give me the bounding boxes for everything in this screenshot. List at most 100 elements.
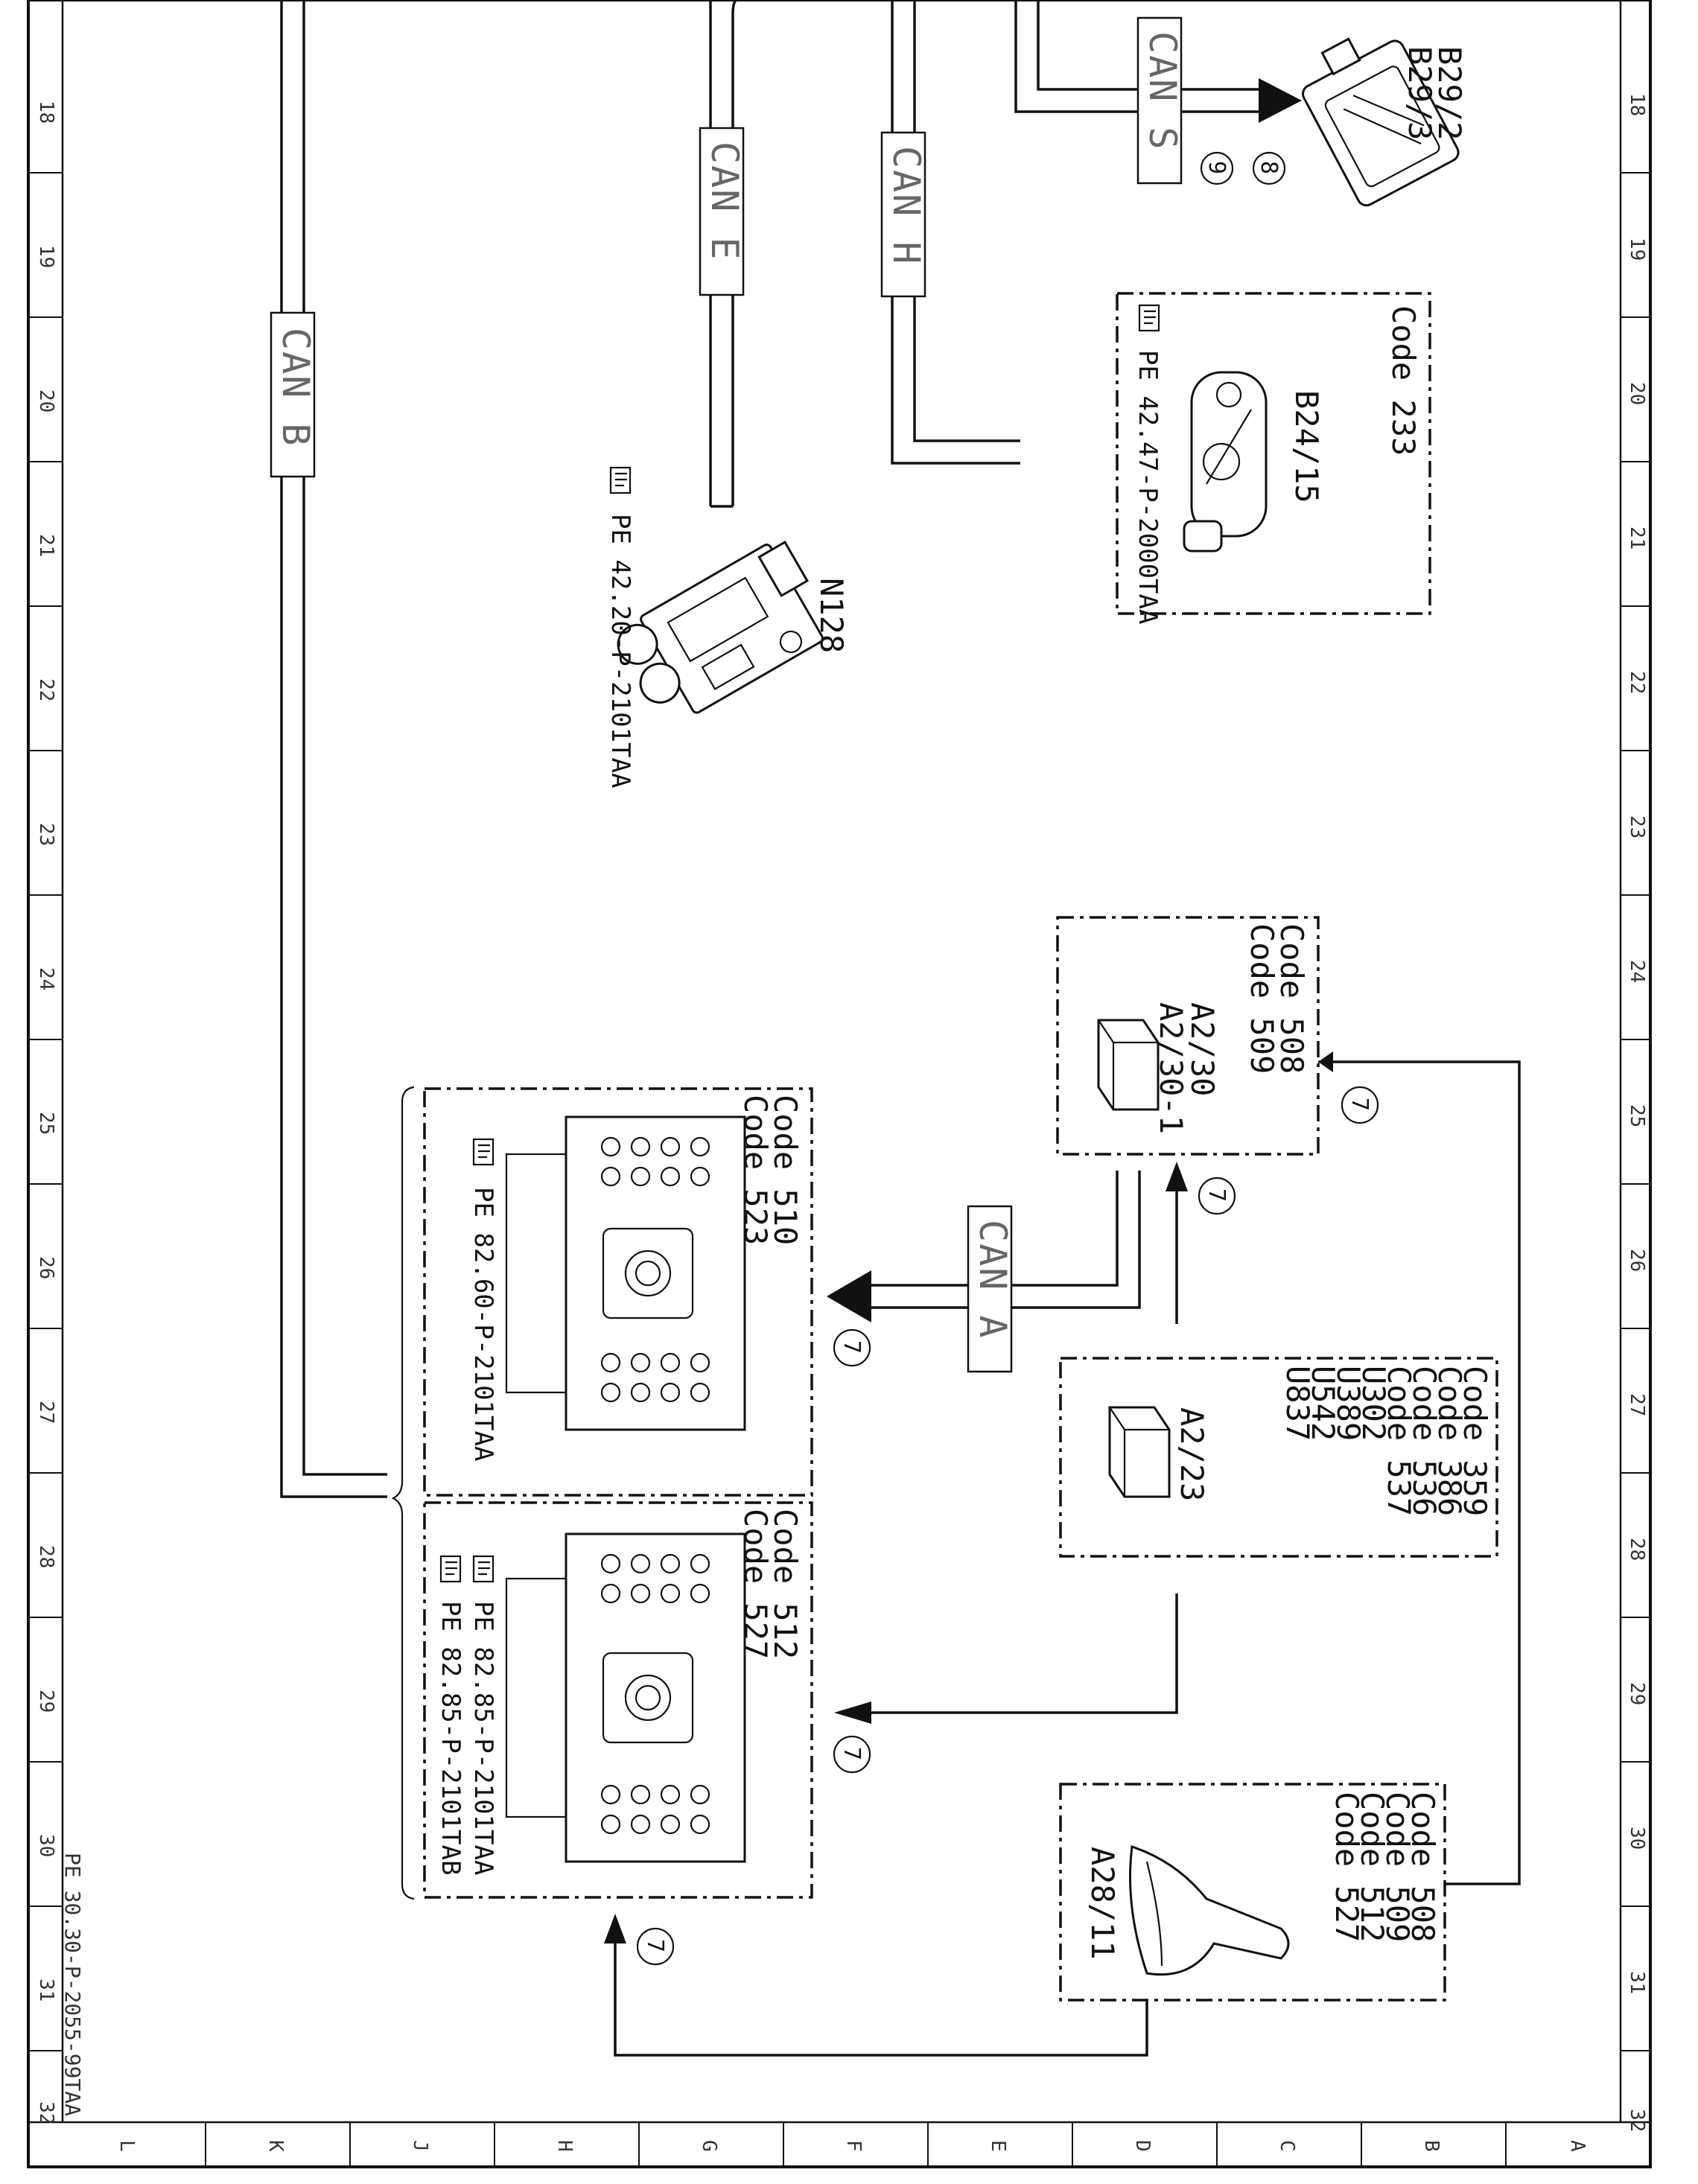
grid-number: 25 <box>1626 1104 1648 1127</box>
grid-letter: E <box>987 2140 1009 2152</box>
a2-code-1: Code 510 <box>767 1095 804 1245</box>
connector-number: 7 <box>642 1939 668 1952</box>
grid-number: 28 <box>35 1545 57 1568</box>
grid-number: 28 <box>1626 1538 1648 1561</box>
can-b-bus: CAN B <box>270 0 387 1498</box>
connector-circle <box>833 1328 871 1367</box>
a2-30-box: Code 508 Code 509 A2/30 A2/30-1 <box>1056 916 1320 1156</box>
grid-number: 19 <box>1626 238 1648 261</box>
n128-label: N128 <box>813 578 850 653</box>
a40-3-box: Code 512 Code 527 A40/3 PE 82.85-P-2101T… <box>423 1501 813 1899</box>
grid-letter: A <box>1566 2140 1589 2152</box>
can-a-bus: CAN A <box>827 1171 1141 1373</box>
grid-number: 22 <box>1626 671 1648 694</box>
grid-number: 22 <box>35 678 57 701</box>
a2-connector: 7 <box>833 1328 871 1367</box>
a2-23-code: U542 <box>1305 1366 1341 1441</box>
a2-23-code: U837 <box>1279 1366 1316 1441</box>
a2-23-code: Code 537 <box>1381 1366 1417 1516</box>
a28-11-to-a40-3-line: 7 <box>604 1914 1148 2057</box>
yaw-rate-sensor-drawing <box>1183 371 1268 553</box>
a2-23-code: Code 359 <box>1457 1366 1493 1516</box>
can-h-label: CAN H <box>885 146 928 266</box>
group-brace <box>391 1086 415 1900</box>
a28-11-to-a2-30-line: 7 <box>1318 1051 1521 1885</box>
grid-number: 27 <box>1626 1393 1648 1416</box>
b24-15-code: Code 233 <box>1385 305 1422 456</box>
grid-numbers-left: 18 19 20 21 22 23 24 25 26 27 28 29 30 3… <box>35 101 57 2124</box>
can-a-label: CAN A <box>971 1220 1014 1340</box>
hand-pointer-icon <box>609 466 632 494</box>
connector-number: 7 <box>1203 1188 1230 1202</box>
a2-23-id: A2/23 <box>1174 1407 1210 1501</box>
grid-number: 21 <box>1626 526 1648 550</box>
hand-pointer-icon <box>1138 304 1160 332</box>
grid-number: 20 <box>1626 382 1648 405</box>
a28-11-id: A28/11 <box>1084 1847 1121 1960</box>
grid-number: 31 <box>35 1978 57 2002</box>
hand-pointer-icon <box>472 1138 495 1166</box>
can-b-label: CAN B <box>274 328 317 448</box>
a28-11-code: Code 509 <box>1379 1792 1416 1942</box>
grid-number: 30 <box>1626 1827 1648 1850</box>
hand-pointer-icon <box>472 1555 495 1583</box>
head-unit-drawing <box>505 1532 746 1863</box>
a2-23-code: U389 <box>1330 1366 1367 1441</box>
b29-3-label: B29/3 <box>1402 46 1438 140</box>
connector-number: 8 <box>1256 161 1282 174</box>
n128-ref: PE 42.20-P-2101TAA <box>605 514 635 788</box>
grid-ticks <box>28 172 1650 2167</box>
a28-11-code: Code 527 <box>1329 1792 1365 1942</box>
a2-30-code-1: Code 508 <box>1274 923 1310 1074</box>
a40-3-ref-1: PE 82.85-P-2101TAA <box>468 1601 498 1875</box>
connector-number: 7 <box>1346 1098 1373 1111</box>
grid-number: 31 <box>1626 1971 1648 1994</box>
a2-23-code: Code 386 <box>1431 1366 1468 1516</box>
a2-23-box: Code 359 Code 386 Code 536 Code 537 U302… <box>1059 1357 1498 1558</box>
connector-circle <box>833 1735 871 1774</box>
n128-module: N128 PE 42.20-P-2101TAA <box>605 466 850 788</box>
grid-letter: C <box>1276 2140 1298 2152</box>
a40-3-ref-2: PE 82.85-P-2101TAB <box>436 1601 465 1875</box>
b24-15-ref: PE 42.47-P-2000TAA <box>1133 350 1163 624</box>
can-h-bus: CAN H <box>880 0 1020 465</box>
grid-number: 21 <box>35 534 57 557</box>
a2-30-code-2: Code 509 <box>1244 923 1280 1074</box>
a2-30-id-1: A2/30 <box>1184 1002 1221 1096</box>
b24-15-box: Code 233 B24/15 PE 42.47-P-2000TAA <box>1116 292 1431 624</box>
a2-ref: PE 82.60-P-2101TAA <box>468 1187 498 1461</box>
grid-letter: F <box>842 2140 865 2152</box>
grid-number: 23 <box>1626 815 1648 838</box>
grid-number: 24 <box>35 967 57 990</box>
a2-23-code: U302 <box>1355 1366 1392 1441</box>
a28-11-code: Code 512 <box>1354 1792 1390 1942</box>
grid-letter: G <box>698 2140 720 2152</box>
a40-3-code-1: Code 512 <box>767 1509 804 1659</box>
can-s-label: CAN S <box>1141 31 1184 151</box>
connector-circle <box>1198 1177 1236 1215</box>
grid-number: 29 <box>35 1690 57 1713</box>
connector-circle <box>1200 151 1234 185</box>
connector-circle <box>1341 1086 1379 1124</box>
grid-letters: L K J H G F E D C B A <box>115 2140 1589 2152</box>
a2-23-to-a2-30-line: 7 <box>1166 1162 1236 1324</box>
sheet-frame <box>27 0 1652 2168</box>
connector-circle <box>1252 151 1286 185</box>
a28-11-box: Code 508 Code 509 Code 512 Code 527 A28/… <box>1059 1783 1446 2002</box>
can-e-label: CAN E <box>703 141 746 261</box>
grid-number: 29 <box>1626 1682 1648 1705</box>
grid-letter: B <box>1420 2140 1443 2152</box>
grid-number: 19 <box>35 245 57 268</box>
connector-circle <box>636 1927 675 1966</box>
grid-number: 26 <box>35 1256 57 1279</box>
connector-number: 7 <box>839 1747 865 1760</box>
grid-number: 30 <box>35 1834 57 1857</box>
grid-number: 27 <box>35 1401 57 1424</box>
grid-number: 18 <box>35 101 57 124</box>
b24-15-id: B24/15 <box>1288 390 1325 503</box>
radio-unit-drawing <box>505 1115 746 1431</box>
antenna-drawing <box>1129 1844 1290 1976</box>
grid-number: 18 <box>1626 93 1648 116</box>
grid-number: 26 <box>1626 1249 1648 1272</box>
a2-23-code: Code 536 <box>1406 1366 1443 1516</box>
